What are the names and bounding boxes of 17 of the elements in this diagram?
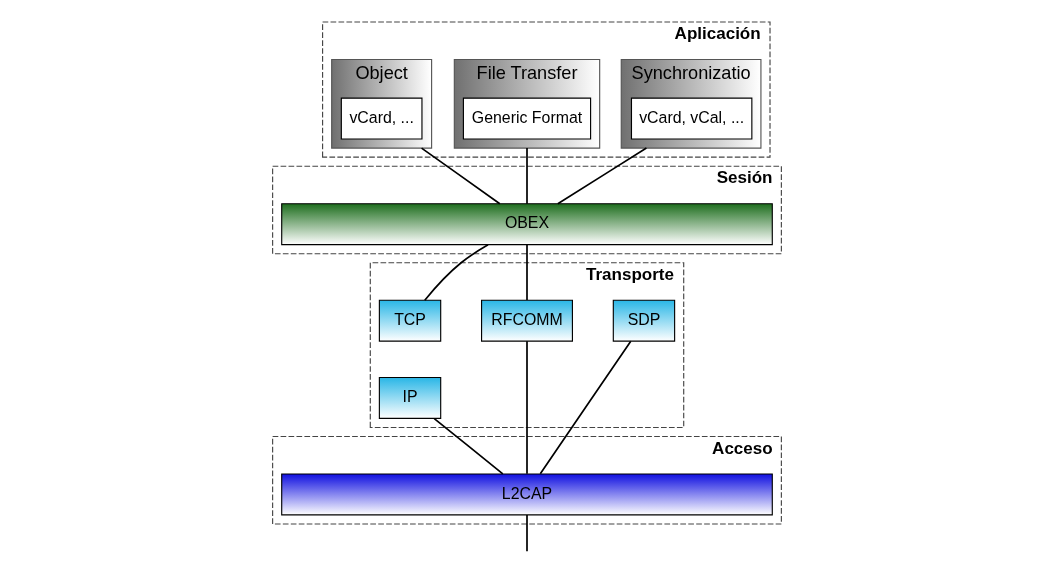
connector bbox=[526, 244, 528, 301]
connector bbox=[433, 417, 504, 475]
node-box: vCard, ... bbox=[340, 97, 423, 140]
connector bbox=[526, 147, 528, 205]
node-box: TCP bbox=[378, 299, 442, 342]
connector bbox=[557, 147, 648, 205]
connector bbox=[420, 147, 501, 205]
node-box: IP bbox=[378, 376, 442, 419]
node-box: vCard, vCal, ... bbox=[630, 97, 753, 140]
node-box: SDP bbox=[612, 299, 676, 342]
connector bbox=[526, 340, 528, 475]
node-box: OBEX bbox=[281, 203, 773, 246]
node-box: RFCOMM bbox=[481, 299, 573, 342]
node-box: Generic Format bbox=[462, 97, 592, 140]
connector bbox=[539, 340, 632, 475]
connector bbox=[526, 514, 528, 552]
node-box: L2CAP bbox=[281, 473, 773, 516]
